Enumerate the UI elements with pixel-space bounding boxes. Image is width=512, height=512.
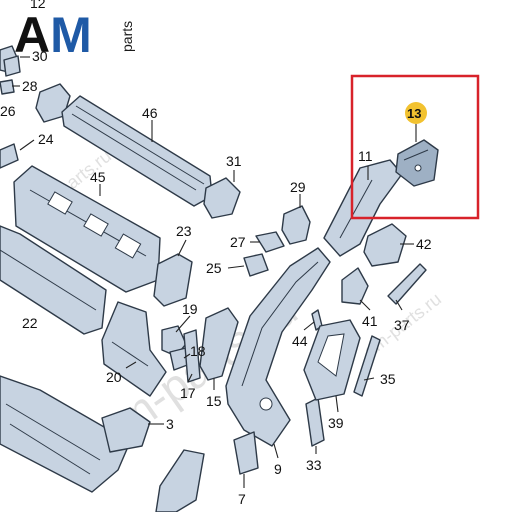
callout-27: 27 [230,234,246,250]
part-39 [303,319,361,401]
part-42 [363,223,407,267]
part-24 [0,143,19,169]
part-13 [395,139,439,187]
callout-29: 29 [290,179,306,195]
callout-45: 45 [90,169,106,185]
callout-17: 17 [180,385,196,401]
callout-9: 9 [274,461,282,477]
part-25 [243,253,269,277]
part-33 [305,397,325,447]
callout-labels: 12 30 28 26 24 46 45 22 31 29 23 27 25 1… [0,0,432,507]
callout-33: 33 [306,457,322,473]
part-23 [153,253,193,307]
part-37 [387,263,427,305]
callout-11: 11 [358,148,373,164]
part-7 [155,449,205,512]
callout-26: 26 [0,103,16,119]
callout-41: 41 [362,313,378,329]
callout-37: 37 [394,317,410,333]
highlight-box [350,74,480,220]
callout-13-badge [405,102,427,124]
part-28 [0,79,15,95]
leader-lines [12,56,417,488]
floor-panel [0,375,131,493]
callout-15: 15 [206,393,222,409]
callout-18: 18 [190,343,206,359]
part-17 [183,329,201,383]
part-7-bracket [233,431,259,475]
logo-am: AM [14,7,92,63]
callout-25: 25 [206,260,222,276]
part-22 [0,225,107,335]
part-3 [101,407,151,453]
callout-28: 28 [22,78,38,94]
part-9 [225,247,331,447]
callout-46: 46 [142,105,158,121]
callout-30: 30 [32,48,48,64]
callout-35: 35 [380,371,396,387]
callout-20: 20 [106,369,122,385]
callout-3: 3 [166,416,174,432]
callout-19: 19 [182,301,198,317]
callout-39: 39 [328,415,344,431]
callout-12: 12 [30,0,46,11]
part-41 [341,267,369,305]
part-31 [203,177,241,219]
part-20 [101,301,167,397]
callout-24: 24 [38,131,54,147]
callout-42: 42 [416,236,432,252]
callout-23: 23 [176,223,192,239]
callout-44: 44 [292,333,308,349]
callout-31: 31 [226,153,242,169]
am-parts-logo: AM parts [14,7,135,63]
callout-13: 13 [407,106,421,121]
part-11 [323,159,403,257]
callout-22: 22 [22,315,38,331]
part-15 [199,307,239,381]
part-27 [255,231,285,253]
callout-7: 7 [238,491,246,507]
logo-parts: parts [119,21,135,52]
part-29 [281,205,311,245]
part-46 [61,95,213,207]
part-35 [353,335,381,397]
part-30 [3,55,21,77]
